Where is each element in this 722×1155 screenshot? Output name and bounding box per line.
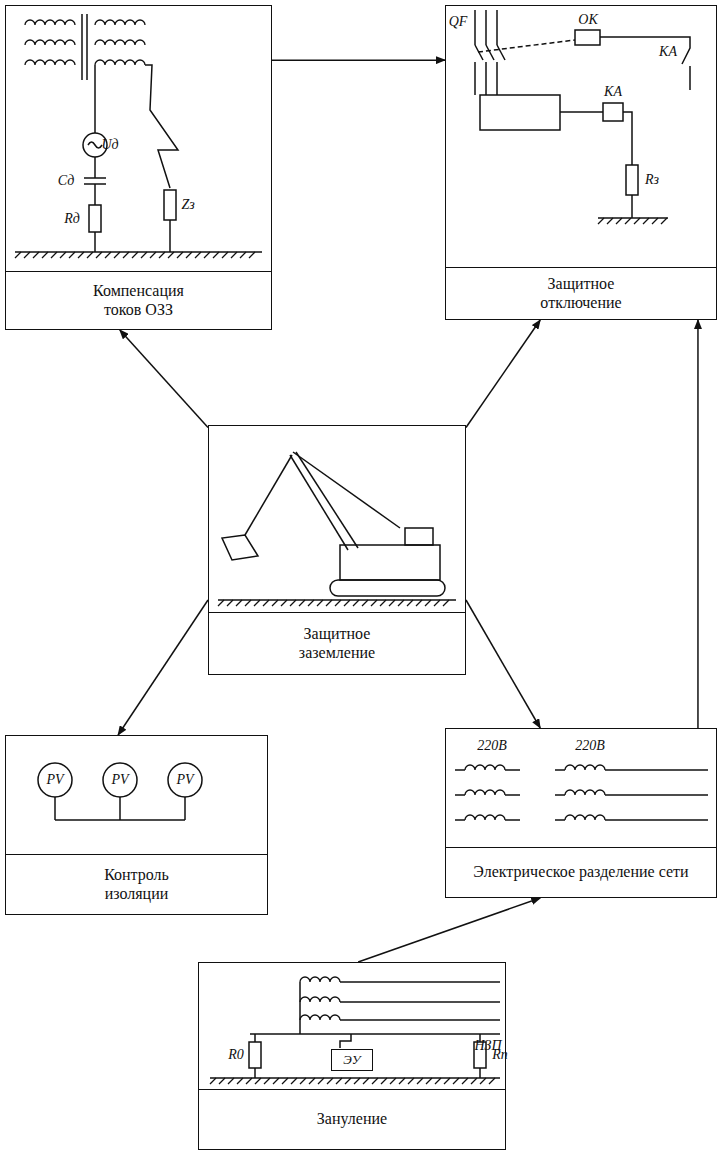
- caption-text: Защитное отключение: [521, 275, 641, 312]
- device-label: ЭУ: [343, 1052, 360, 1068]
- symbol-stroke: [565, 815, 605, 820]
- symbol-stroke: [25, 40, 75, 45]
- symbol-label: 220В: [574, 738, 606, 754]
- arrow-connector: [358, 898, 540, 962]
- symbol-stroke: [300, 997, 340, 1002]
- symbol-label: Rд: [63, 211, 81, 227]
- symbol-label: Zз: [180, 197, 195, 213]
- symbol-label: Rп: [491, 1047, 509, 1063]
- symbol-label: PV: [175, 772, 194, 788]
- caption-band: Защитное отключение: [446, 267, 716, 319]
- symbol-stroke: [465, 815, 505, 820]
- symbol-label: Cд: [57, 173, 75, 189]
- symbol-stroke: [95, 20, 145, 25]
- symbol-label: QF: [448, 14, 469, 30]
- symbol-stroke: [300, 1015, 340, 1020]
- method-box: Контроль изоляции: [5, 735, 268, 915]
- arrow-connector: [120, 330, 208, 428]
- symbol-label: PV: [45, 772, 64, 788]
- symbol-stroke: [565, 790, 605, 795]
- symbol-label: Rз: [644, 172, 660, 188]
- symbol-label: R0: [227, 1047, 245, 1063]
- symbol-stroke: [300, 977, 340, 982]
- symbol-label: OK: [577, 12, 598, 28]
- caption-band: Контроль изоляции: [6, 854, 267, 914]
- method-box: Защитное заземление: [208, 425, 466, 675]
- symbol-stroke: [465, 790, 505, 795]
- symbol-label: 220В: [476, 738, 508, 754]
- arrow-connector: [118, 600, 208, 735]
- symbol-stroke: [25, 60, 75, 65]
- caption-text: Электрическое разделение сети: [473, 863, 688, 881]
- symbol-stroke: [95, 40, 145, 45]
- caption-text: Защитное заземление: [277, 625, 397, 662]
- method-box: Зануление ЭУ: [198, 962, 506, 1150]
- caption-band: Защитное заземление: [209, 612, 465, 674]
- symbol-stroke: [95, 60, 145, 65]
- method-box: Электрическое разделение сети: [445, 728, 717, 898]
- symbol-stroke: [465, 765, 505, 770]
- caption-text: Контроль изоляции: [77, 866, 197, 903]
- symbol-stroke: [210, 1078, 495, 1084]
- arrow-connector: [272, 59, 445, 61]
- arrow-connector: [697, 320, 699, 728]
- symbol-stroke: [218, 600, 449, 606]
- symbol-stroke: [25, 20, 75, 25]
- arrow-connector: [466, 600, 540, 728]
- symbol-stroke: [565, 765, 605, 770]
- symbol-label: PV: [110, 772, 129, 788]
- symbol-label: Uд: [100, 137, 119, 153]
- symbol-label: KA: [603, 84, 623, 100]
- caption-band: Зануление: [199, 1089, 505, 1149]
- symbol-stroke: [598, 218, 667, 224]
- caption-text: Компенсация токов ОЗЗ: [74, 282, 204, 319]
- device-box: ЭУ: [331, 1049, 373, 1071]
- caption-text: Зануление: [317, 1110, 387, 1128]
- method-box: Компенсация токов ОЗЗ: [5, 5, 272, 330]
- symbol-label: KA: [658, 44, 678, 60]
- caption-band: Электрическое разделение сети: [446, 847, 716, 897]
- symbol-stroke: [15, 252, 255, 258]
- arrow-connector: [466, 320, 540, 428]
- caption-band: Компенсация токов ОЗЗ: [6, 271, 271, 329]
